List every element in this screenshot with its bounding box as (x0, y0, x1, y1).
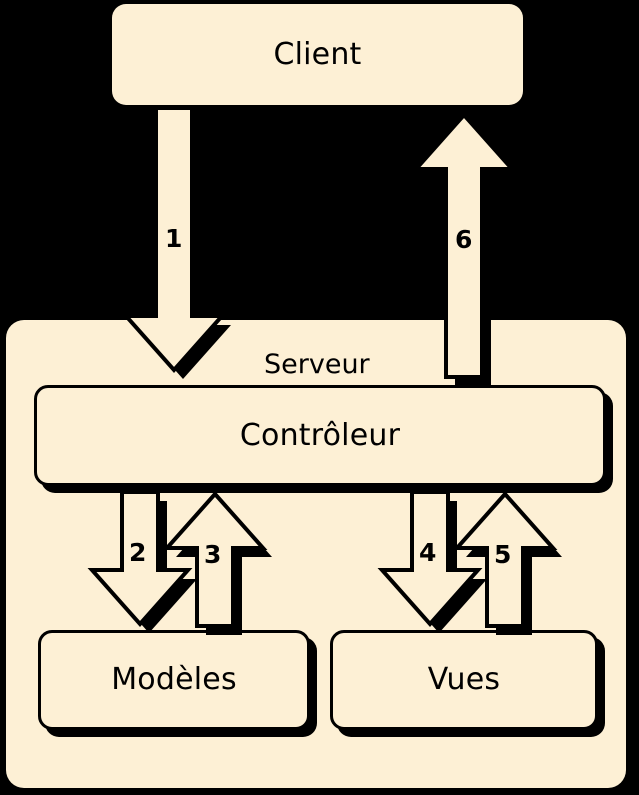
node-serveur-label: Serveur (264, 349, 370, 380)
arrow-2-controleur-to-modeles[interactable]: 2 (87, 490, 208, 640)
node-vues-label: Vues (427, 662, 501, 697)
node-controleur[interactable]: Contrôleur (34, 385, 606, 486)
arrow-1-client-to-controleur[interactable]: 1 (121, 106, 244, 386)
arrow-4-label: 4 (419, 538, 437, 567)
node-client[interactable]: Client (112, 4, 523, 105)
arrow-1-label: 1 (165, 224, 183, 253)
arrow-5-label: 5 (494, 540, 512, 569)
arrow-6-controleur-to-client[interactable]: 6 (411, 111, 534, 387)
arrow-4-controleur-to-vues[interactable]: 4 (377, 490, 498, 640)
arrow-2-label: 2 (129, 538, 147, 567)
node-modeles-label: Modèles (111, 662, 237, 697)
arrow-5-vues-to-controleur[interactable]: 5 (452, 490, 573, 640)
arrow-3-label: 3 (204, 540, 222, 569)
arrow-6-label: 6 (455, 225, 473, 254)
node-vues[interactable]: Vues (330, 630, 598, 730)
node-client-label: Client (273, 36, 362, 72)
arrow-3-modeles-to-controleur[interactable]: 3 (162, 490, 283, 640)
node-modeles[interactable]: Modèles (38, 630, 310, 730)
node-controleur-label: Contrôleur (239, 417, 401, 453)
